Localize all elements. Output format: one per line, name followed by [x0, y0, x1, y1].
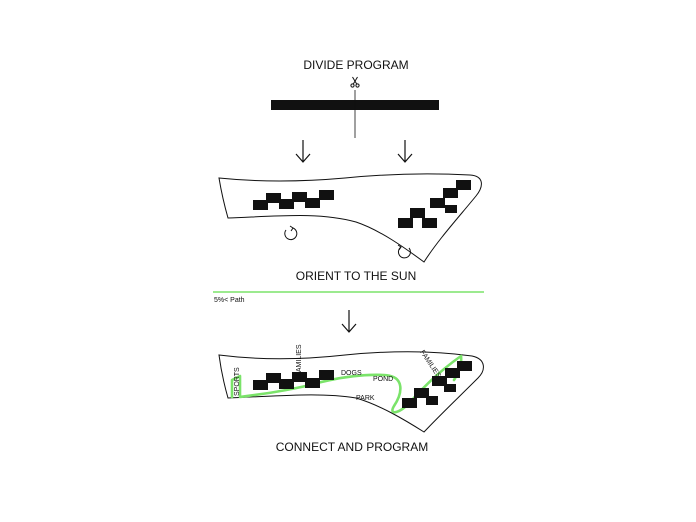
divide-program-title: DIVIDE PROGRAM	[303, 58, 408, 72]
site-outline-bottom	[218, 351, 484, 433]
down-arrow-right-icon	[397, 140, 413, 163]
down-arrow-left-icon	[295, 140, 311, 163]
program-blocks-bottom-right	[402, 361, 472, 408]
path-note: 5%< Path	[214, 297, 245, 304]
zone-label-families-right: FAMILIES	[418, 349, 442, 379]
orient-to-sun-title: ORIENT TO THE SUN	[296, 269, 416, 283]
zone-label-pond: POND	[373, 376, 393, 383]
zone-label-families-left: FAMILIES	[296, 344, 303, 376]
rotate-arrow-left-icon	[284, 225, 298, 241]
connect-and-program-title: CONNECT AND PROGRAM	[276, 440, 428, 454]
zone-label-sports: SPORTS	[234, 367, 241, 396]
down-arrow-center-icon	[341, 310, 357, 333]
scissors-icon	[350, 76, 360, 88]
zone-label-dogs: DOGS	[341, 370, 362, 377]
program-blocks-left	[253, 190, 334, 210]
program-blocks-bottom-left	[253, 370, 334, 390]
program-blocks-right	[398, 180, 471, 228]
zone-label-park: PARK	[356, 395, 375, 402]
rotate-arrow-right-icon	[397, 244, 411, 259]
site-outline-top	[218, 173, 482, 263]
